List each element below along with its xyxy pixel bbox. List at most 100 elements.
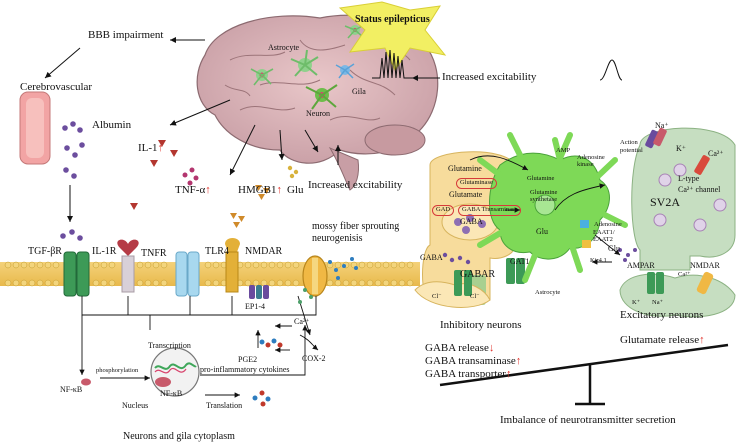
action-potential-label-1: Action xyxy=(620,139,638,146)
amp-label: AMP xyxy=(556,147,571,154)
albumin-label: Albumin xyxy=(92,119,132,131)
excitatory-neuron xyxy=(631,127,736,271)
transcription-label: Transcription xyxy=(148,341,191,350)
gaba-label-2: GABA xyxy=(420,253,443,262)
adenosine-kinase-2: kinase xyxy=(577,161,594,168)
gaba-transporter-label: GABA transporter↑ xyxy=(425,368,512,380)
hmgb1-receptor xyxy=(225,238,240,293)
l-type-channel xyxy=(694,155,710,175)
imbalance-scale xyxy=(439,343,729,406)
gila-cell xyxy=(335,63,355,79)
glutamine-top-label: Glutamine xyxy=(448,164,482,173)
tnfr-label: TNFR xyxy=(141,248,167,259)
cell-membrane xyxy=(0,261,420,287)
pge2-label: PGE2 xyxy=(238,355,258,364)
inhibitory-neurons-label: Inhibitory neurons xyxy=(440,319,522,331)
neurogenesis-label: neurogenisis xyxy=(312,233,363,244)
gat1-transporter xyxy=(506,258,525,284)
glutamine-synthetase-2: synthetase xyxy=(530,196,558,203)
eaat2-label: EAAT2 xyxy=(593,236,613,243)
glutamine-synthetase-1: Glutamine xyxy=(530,189,558,196)
neuron-cell-small xyxy=(250,68,274,86)
na2-label: Na⁺ xyxy=(652,299,664,306)
increased-excitability-left: Increased excitability xyxy=(308,179,403,191)
tnf-receptor xyxy=(117,239,139,293)
mossy-fiber-label: mossy fiber sprouting xyxy=(312,221,400,232)
glutaminase-label: Glutaminase xyxy=(456,178,497,189)
ep-receptor-label: EP1-4 xyxy=(245,302,265,311)
kir-channel xyxy=(582,240,591,248)
na-label: Na⁺ xyxy=(655,121,669,130)
nmdar-label: NMDAR xyxy=(245,246,283,257)
nfkb-inner-label: NF-κB xyxy=(160,389,183,398)
eeg-spikes xyxy=(372,49,412,79)
kir-label: Kir4.1 xyxy=(590,257,607,264)
gaba-release-label: GABA release↓ xyxy=(425,342,495,354)
il1r-label: IL-1R xyxy=(92,246,117,257)
tnf-dots xyxy=(182,167,199,186)
neuron-brain-label: Neuron xyxy=(306,109,330,118)
glu-particles-right xyxy=(618,248,637,262)
tgf-receptor xyxy=(63,251,90,297)
pge2-particles xyxy=(259,338,283,348)
pro-inflammatory-label: pro-inflammatory cytokines xyxy=(200,365,290,374)
nfkb-outer-label: NF-κB xyxy=(60,385,83,394)
ampar-receptor xyxy=(647,272,664,294)
bbb-impairment-label: BBB impairment xyxy=(88,29,164,41)
tgf-receptor-label: TGF-βR xyxy=(28,246,62,257)
glu-dots xyxy=(287,165,299,179)
ca-label-left: Ca²⁺ xyxy=(294,317,310,326)
ltype-label-1: L-type xyxy=(678,174,700,183)
adenosine-kinase-1: Adenosine xyxy=(577,154,605,161)
cerebrovascular-label: Cerebrovascular xyxy=(20,81,93,93)
ca-particles xyxy=(298,288,313,304)
glutamine-astro-label: Glutamine xyxy=(527,175,555,182)
phosphorylation-label: phosphorylation xyxy=(96,367,139,374)
nmdar-receptor xyxy=(302,255,328,297)
tlr4-label: TLR4 xyxy=(205,246,229,257)
glu-particles-membrane xyxy=(328,257,358,280)
cl-label-1: Cl⁻ xyxy=(432,293,442,300)
gaba-particles-synapse xyxy=(442,252,471,265)
nucleus xyxy=(150,347,200,397)
glu-astro-label: Glu xyxy=(536,227,548,236)
nfkb-blob xyxy=(81,378,91,386)
gila-brain-label: Gila xyxy=(352,87,366,96)
cl-label-2: Cl⁻ xyxy=(470,293,480,300)
il1-triangles xyxy=(130,140,178,210)
cox2-label: COX-2 xyxy=(302,354,326,363)
excitatory-neurons-label: Excitatory neurons xyxy=(620,309,704,321)
action-potential-label-2: potential xyxy=(620,147,643,154)
adenosine-label: Adenosine xyxy=(594,221,622,228)
k-label: K⁺ xyxy=(676,144,686,153)
gad-label: GAD xyxy=(432,205,455,216)
tnfa-label: TNF-α↑ xyxy=(175,184,211,196)
gaba-label: GABA xyxy=(460,217,483,226)
hmgb1-label: HMGB1↑ xyxy=(238,184,283,196)
astrocyte-brain-label: Astrocyte xyxy=(268,43,300,52)
glutamate-release-label: Glutamate release↑ xyxy=(620,334,705,346)
ltype-label-2: Ca²⁺ channel xyxy=(678,185,721,194)
sv2a-label: SV2A xyxy=(650,195,681,209)
nmdar-receptor-right xyxy=(696,271,714,295)
neuron-cell xyxy=(305,84,338,110)
tlr4-receptor xyxy=(175,251,200,297)
hmgb1-triangles xyxy=(230,185,270,228)
ca2-label: Ca²⁺ xyxy=(678,271,691,278)
gaba-transaminase-label: GABA transaminase↑ xyxy=(425,355,522,367)
imbalance-label: Imbalance of neurotransmitter secretion xyxy=(500,414,676,426)
eaat-transporter xyxy=(580,220,589,228)
k2-label: K⁺ xyxy=(632,299,641,306)
status-epilepticus-star xyxy=(338,1,447,72)
astrocyte-right-label: Astrocyte xyxy=(535,289,561,296)
il1-label: IL-1↑ xyxy=(138,142,164,154)
cerebrovascular-vessel xyxy=(19,91,51,165)
gaba-transaminase-box: GABA Transaminase xyxy=(458,205,522,216)
albumin-particles xyxy=(60,121,85,241)
footer-caption: Neurons and gila cytoplasm xyxy=(123,431,235,442)
nucleus-label: Nucleus xyxy=(122,401,149,410)
neuron-cell-top xyxy=(344,24,365,39)
astrocyte-cell xyxy=(290,49,319,77)
